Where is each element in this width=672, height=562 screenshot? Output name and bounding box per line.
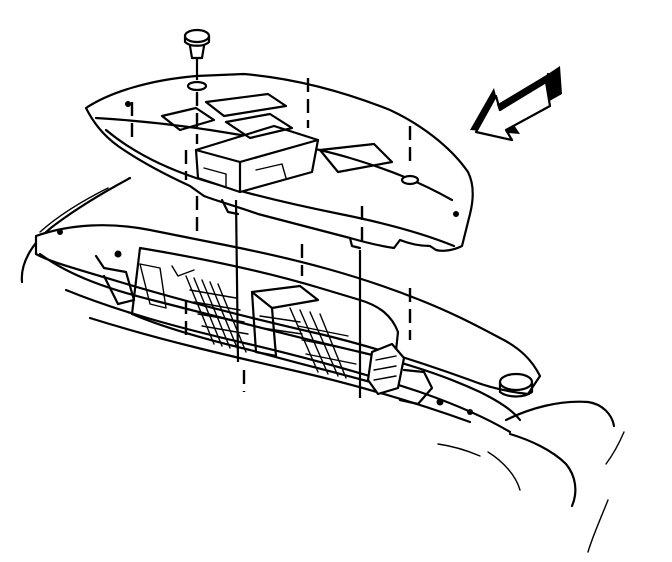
bumper-edge [88,316,472,424]
shield-pad-2 [204,92,288,118]
right-fender-lower [508,432,577,508]
left-bracket [94,254,136,306]
relay-block [366,342,406,396]
shield-pad-3 [224,112,294,140]
latch-plate [250,284,320,310]
latch-bracket [250,290,278,358]
right-bracket [398,368,434,406]
arrow-icon [470,66,562,142]
radiator-fins [185,275,357,379]
radiator-support-assembly [20,176,625,553]
sight-shield-panel [84,72,474,252]
push-pin-fastener-icon [183,28,211,80]
alignment-guides [130,78,412,398]
rail-front-face [38,252,522,422]
left-fender-outline [20,176,132,284]
left-fender-inner [39,187,109,233]
right-fender-outline [504,400,616,428]
reservoir-cap [498,372,534,392]
shield-pad-4 [318,142,394,174]
shield-pad-1 [160,106,216,132]
rail-lower-edge [64,288,512,434]
